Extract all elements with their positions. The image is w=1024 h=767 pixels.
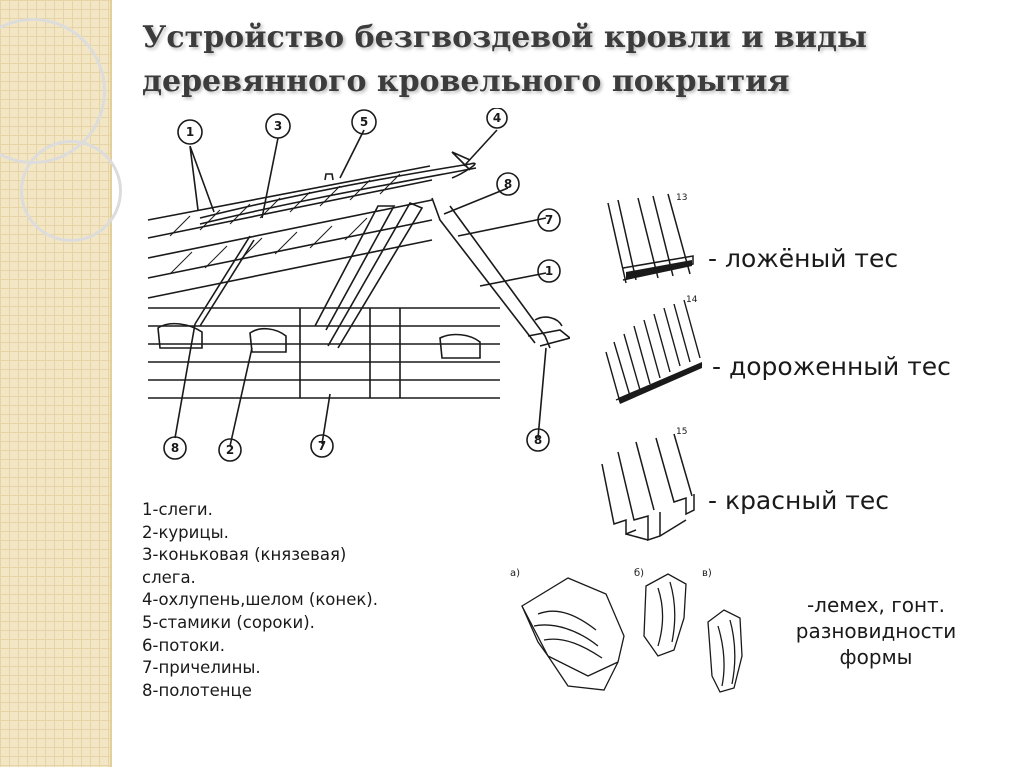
lemeh-shingles-drawing: а) б) в)	[510, 568, 743, 693]
callout-8: 8	[504, 177, 512, 191]
legend-item: 3-коньковая (князевая)	[142, 545, 347, 565]
legend-item: слега.	[142, 567, 196, 587]
lemeh-label-line-1: -лемех, гонт.	[806, 593, 946, 617]
legend-item: 8-полотенце	[142, 680, 252, 700]
lozhenyi-tes-label: - ложёный тес	[708, 244, 899, 273]
lemeh-label-line-2: разновидности	[795, 619, 957, 643]
krasnyi-tes-drawing: 15	[601, 427, 695, 542]
lemeh-variant-b: б)	[634, 568, 644, 579]
callout-2: 2	[226, 443, 234, 457]
callout-5: 5	[360, 115, 368, 129]
callout-8-right: 8	[534, 433, 542, 447]
lemeh-label: -лемех, гонт. разновидности формы	[776, 592, 976, 670]
krasnyi-tes-label: - красный тес	[708, 486, 889, 515]
callout-1-right: 1	[545, 264, 553, 278]
callout-8-bottom: 8	[171, 441, 179, 455]
legend-item: 4-охлупень,шелом (конек).	[142, 590, 378, 610]
lemeh-variant-a: а)	[510, 568, 520, 579]
title-line-1: Устройство безгвоздевой кровли и виды	[142, 20, 868, 55]
callout-7: 7	[545, 213, 553, 227]
decorative-side-line	[110, 0, 112, 767]
callout-1: 1	[186, 125, 194, 139]
callout-7-bottom: 7	[318, 439, 326, 453]
dorozhennyi-tes-drawing: 14	[605, 295, 703, 404]
legend-item: 6-потоки.	[142, 635, 225, 655]
tes-number-13: 13	[676, 193, 687, 203]
legend-item: 5-стамики (сороки).	[142, 612, 315, 632]
dorozhennyi-tes-label: - дороженный тес	[712, 352, 951, 381]
roof-legend: 1-слеги. 2-курицы. 3-коньковая (князевая…	[142, 499, 378, 702]
legend-item: 2-курицы.	[142, 522, 229, 542]
callout-3: 3	[274, 119, 282, 133]
legend-item: 1-слеги.	[142, 500, 213, 519]
tes-number-14: 14	[686, 295, 698, 305]
tes-number-15: 15	[676, 427, 687, 437]
legend-item: 7-причелины.	[142, 658, 261, 678]
callout-4: 4	[493, 111, 501, 125]
roof-structure-drawing: 1 3 5 4 8 7 1 8 2 7 8	[147, 108, 570, 462]
page-title: Устройство безгвоздевой кровли и виды де…	[142, 16, 1002, 104]
lemeh-variant-v: в)	[702, 568, 712, 579]
lemeh-label-line-3: формы	[839, 645, 913, 669]
title-line-2: деревянного кровельного покрытия	[142, 64, 790, 99]
decorative-ring-small	[20, 140, 122, 242]
lozhenyi-tes-drawing: 13	[607, 193, 694, 284]
